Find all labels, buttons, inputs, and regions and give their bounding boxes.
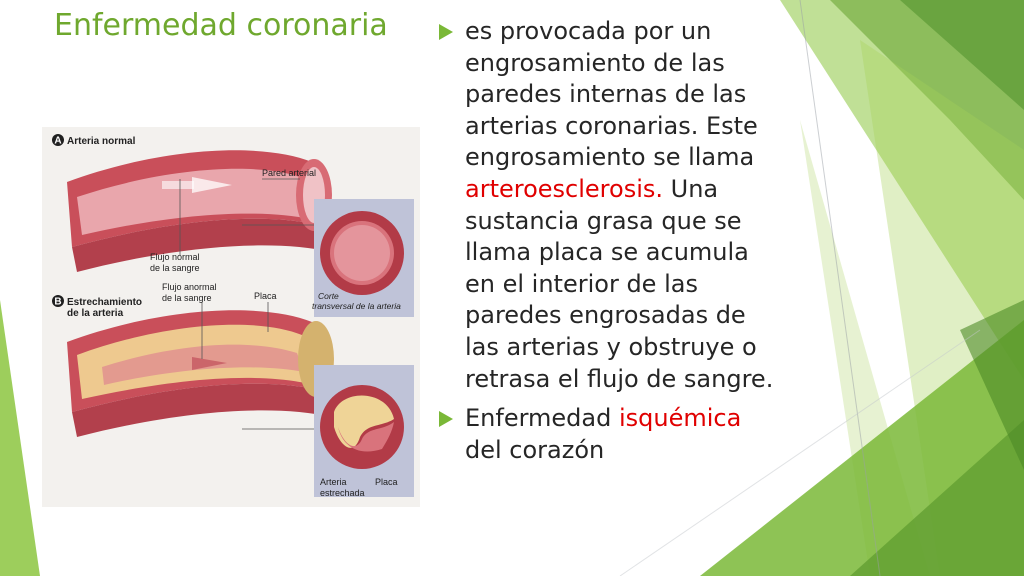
label-pared-arterial: Pared arterial [262,168,316,178]
artery-illustration: A Arteria normal Pared arterial Flujo no… [42,127,420,507]
bullet-arrow-icon [439,24,453,40]
normal-artery-drawing [67,150,332,272]
narrowed-artery-drawing [67,310,334,437]
bullet-2-highlight: isquémica [618,404,742,433]
bullet-2-text-after: del corazón [465,435,605,464]
label-flujo-anormal-2: de la sangre [162,293,212,303]
label-flujo-anormal-1: Flujo anormal [162,282,217,292]
label-corte-1: Corte [318,291,339,301]
label-placa-bottom: Placa [375,477,398,487]
label-b-text-1: Estrechamiento [67,297,142,308]
label-corte-2: transversal de la arteria [312,301,401,311]
label-a-text: Arteria normal [67,136,136,147]
label-a-badge: A [54,136,61,147]
bullet-1-text-before: es provocada por un engrosamiento de las… [465,17,758,172]
label-b-badge: B [54,297,61,308]
bullet-1-highlight: arteroesclerosis. [465,174,663,203]
label-flujo-normal-2: de la sangre [150,263,200,273]
label-placa-top: Placa [254,291,277,301]
bullet-arrow-icon [439,411,453,428]
label-arteria-estrechada-1: Arteria [320,477,347,487]
bullet-1-text-after: Una sustancia grasa que se llama placa s… [465,174,774,393]
label-b-text-2: de la arteria [67,308,124,319]
bullet-item-cause: es provocada por un engrosamiento de las… [438,16,778,395]
bullet-item-ischemic: Enfermedad isquémica del corazón [438,403,778,466]
bullet-2-text-before: Enfermedad [465,404,619,433]
slide-title: Enfermedad coronaria [54,8,388,43]
label-arteria-estrechada-2: estrechada [320,488,365,498]
label-flujo-normal-1: Flujo normal [150,252,200,262]
bullet-list: es provocada por un engrosamiento de las… [438,16,778,474]
